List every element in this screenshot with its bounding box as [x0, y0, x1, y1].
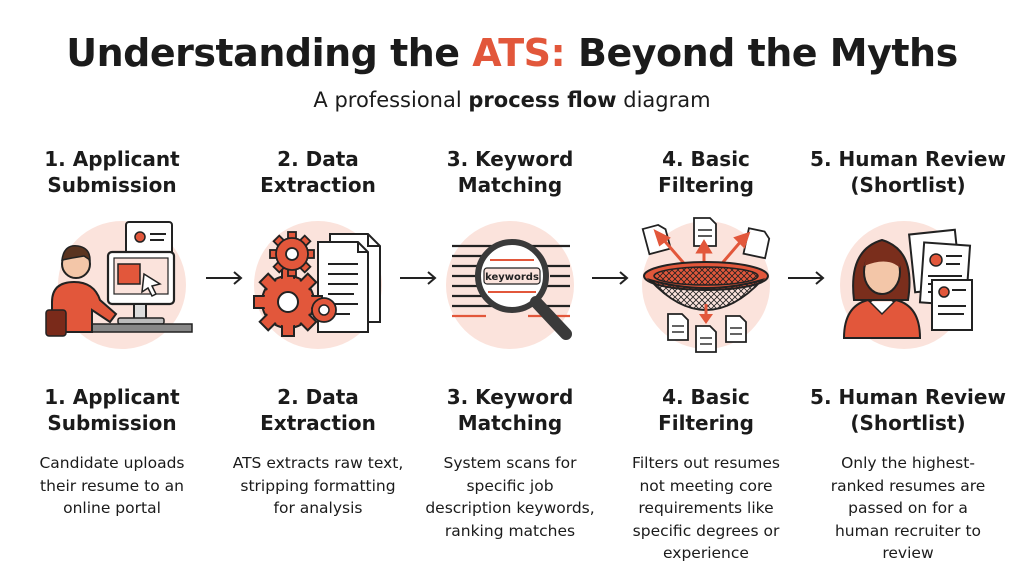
sieve-filter-icon: [606, 210, 806, 360]
icon-keywords-label: keywords: [485, 272, 539, 283]
step-2-title: 2. Data Extraction: [218, 146, 418, 202]
step-4-title-line1: 4. Basic: [662, 147, 750, 171]
arrow-right-icon: [788, 271, 825, 285]
step-3-label: 3. Keyword Matching: [410, 384, 610, 440]
arrow-right-icon: [206, 271, 243, 285]
step-2-label-line2: Extraction: [260, 411, 376, 435]
step-1-title: 1. Applicant Submission: [12, 146, 212, 202]
page-subtitle: A professional process flow diagram: [0, 86, 1024, 114]
step-4-description: Filters out resumes not meeting core req…: [632, 454, 780, 562]
step-4-label-line1: 4. Basic: [662, 385, 750, 409]
step-4-label-line2: Filtering: [658, 411, 754, 435]
step-1-title-line2: Submission: [47, 173, 177, 197]
title-accent: ATS:: [472, 31, 566, 75]
step-2-title-line1: 2. Data: [277, 147, 359, 171]
step-4-title: 4. Basic Filtering: [606, 146, 806, 202]
step-2: 2. Data Extraction: [218, 146, 418, 520]
magnifier-keywords-icon: keywords: [410, 210, 610, 360]
step-2-label: 2. Data Extraction: [218, 384, 418, 440]
step-3-title-line2: Matching: [457, 173, 563, 197]
step-2-label-line1: 2. Data: [277, 385, 359, 409]
step-3-title: 3. Keyword Matching: [410, 146, 610, 202]
title-suffix: Beyond the Myths: [565, 31, 958, 75]
gears-document-icon: [218, 210, 418, 360]
step-3-label-line2: Matching: [457, 411, 563, 435]
recruiter-resumes-icon: [808, 210, 1008, 360]
step-4: 4. Basic Filtering: [606, 146, 806, 565]
step-3-description: System scans for specific job descriptio…: [425, 454, 595, 540]
step-5: 5. Human Review (Shortlist): [808, 146, 1008, 565]
step-5-label: 5. Human Review (Shortlist): [808, 384, 1008, 440]
step-1-title-line1: 1. Applicant: [44, 147, 180, 171]
arrow-right-icon: [400, 271, 437, 285]
step-1-description: Candidate uploads their resume to an onl…: [39, 454, 185, 517]
person-computer-icon: [12, 210, 212, 360]
step-5-description: Only the highest-ranked resumes are pass…: [830, 454, 986, 562]
step-4-title-line2: Filtering: [658, 173, 754, 197]
arrow-right-icon: [592, 271, 629, 285]
title-prefix: Understanding the: [66, 31, 473, 75]
subtitle-prefix: A professional: [313, 88, 469, 112]
step-5-label-line1: 5. Human Review: [810, 385, 1006, 409]
step-5-title-line1: 5. Human Review: [810, 147, 1006, 171]
step-1-label-line1: 1. Applicant: [44, 385, 180, 409]
step-2-title-line2: Extraction: [260, 173, 376, 197]
step-1-label-line2: Submission: [47, 411, 177, 435]
step-3-title-line1: 3. Keyword: [446, 147, 574, 171]
step-1-label: 1. Applicant Submission: [12, 384, 212, 440]
subtitle-bold: process flow: [468, 88, 617, 112]
step-3-label-line1: 3. Keyword: [446, 385, 574, 409]
step-2-description: ATS extracts raw text, stripping formatt…: [232, 454, 404, 517]
step-5-title-line2: (Shortlist): [850, 173, 966, 197]
subtitle-suffix: diagram: [616, 88, 711, 112]
step-3: 3. Keyword Matching: [410, 146, 610, 542]
step-5-label-line2: (Shortlist): [850, 411, 966, 435]
step-1: 1. Applicant Submission: [12, 146, 212, 520]
page-title: Understanding the ATS: Beyond the Myths: [0, 30, 1024, 76]
step-4-label: 4. Basic Filtering: [606, 384, 806, 440]
step-5-title: 5. Human Review (Shortlist): [808, 146, 1008, 202]
